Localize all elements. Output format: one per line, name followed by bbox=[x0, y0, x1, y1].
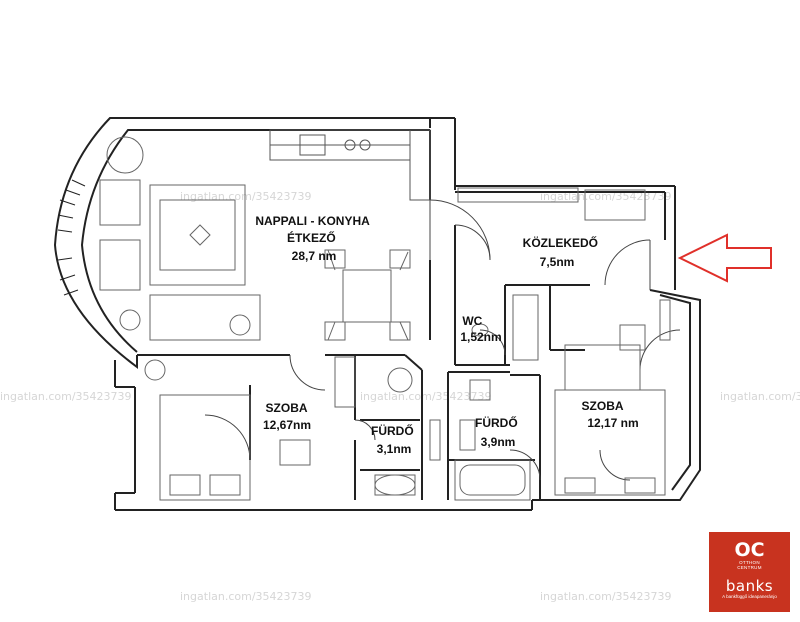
room-label-wc: WC 1,52nm bbox=[460, 314, 501, 344]
watermark: ingatlan.com/35423739 bbox=[0, 390, 132, 403]
otthon-centrum-banks-logo: OC OTTHON CENTRUM banks A bankfüggő idea… bbox=[709, 532, 790, 612]
room-label-szoba2: SZOBA 12,17 nm bbox=[582, 399, 639, 430]
watermark: ingatlan.com/35423739 bbox=[720, 390, 800, 403]
doors bbox=[204, 199, 681, 481]
watermark: ingatlan.com/35423739 bbox=[180, 190, 312, 203]
watermark: ingatlan.com/35423739 bbox=[540, 590, 672, 603]
bay-windows bbox=[57, 179, 86, 296]
logo-tagline: A bankfüggő ideapaneránjo bbox=[722, 594, 777, 599]
room-labels: NAPPALI - KONYHA ÉTKEZŐ 28,7 nm KÖZLEKED… bbox=[255, 214, 638, 456]
kitchen-counter bbox=[269, 129, 431, 201]
logo-banks: banks bbox=[725, 577, 774, 595]
logo-sub-1: OTTHON bbox=[739, 560, 760, 565]
logo-sub-2: CENTRUM bbox=[737, 565, 762, 570]
room-label-furdo2: FÜRDŐ 3,9nm bbox=[475, 415, 521, 449]
watermark: ingatlan.com/35423739 bbox=[360, 390, 492, 403]
entrance-arrow bbox=[677, 233, 772, 283]
watermark: ingatlan.com/35423739 bbox=[540, 190, 672, 203]
room-label-nappali: NAPPALI - KONYHA ÉTKEZŐ 28,7 nm bbox=[255, 214, 372, 263]
furniture bbox=[99, 136, 671, 501]
room-label-szoba1: SZOBA 12,67nm bbox=[263, 401, 311, 432]
room-label-kozlekedo: KÖZLEKEDŐ 7,5nm bbox=[523, 235, 602, 269]
room-label-furdo1: FÜRDŐ 3,1nm bbox=[371, 423, 417, 456]
logo-mark: OC bbox=[734, 539, 765, 561]
watermarks: ingatlan.com/35423739 ingatlan.com/35423… bbox=[0, 190, 800, 603]
watermark: ingatlan.com/35423739 bbox=[180, 590, 312, 603]
